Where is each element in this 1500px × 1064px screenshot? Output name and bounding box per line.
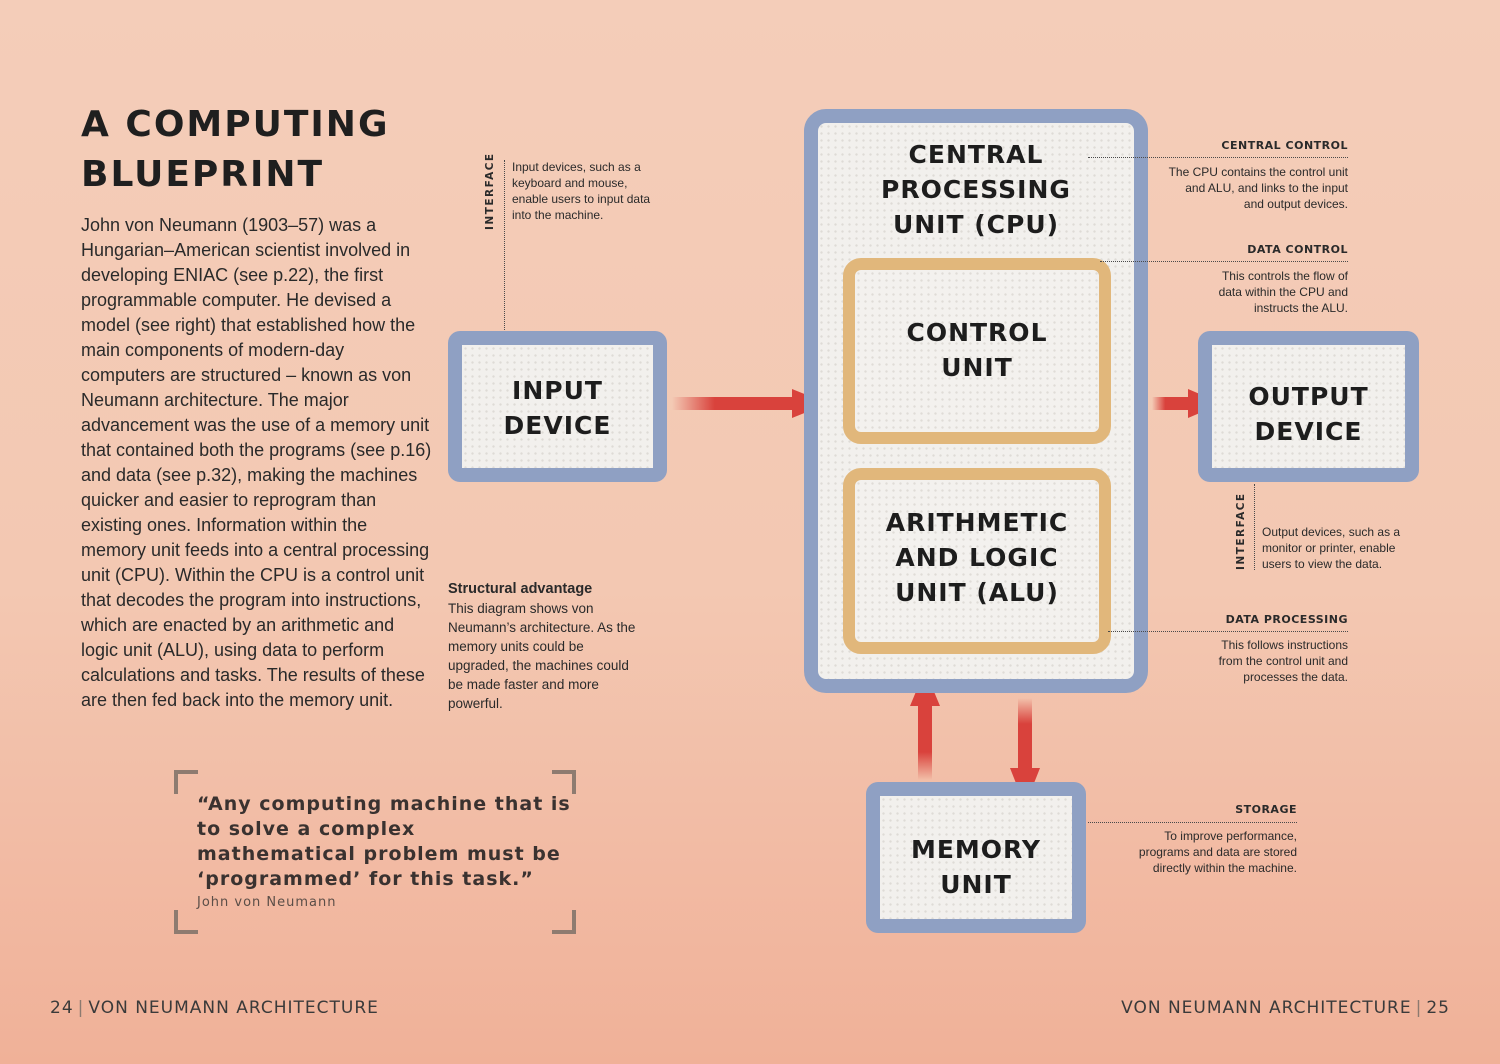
page-number-left: 24 (50, 998, 74, 1018)
bracket-corner-icon (552, 770, 576, 794)
input-device-line-2: DEVICE (503, 411, 612, 440)
cpu-line-1: CENTRAL (908, 140, 1044, 169)
storage-text: To improve performance, programs and dat… (1138, 829, 1297, 875)
output-interface-text: Output devices, such as a monitor or pri… (1262, 525, 1401, 571)
intro-paragraph: John von Neumann (1903–57) was a Hungari… (81, 215, 432, 710)
input-device-label: INPUT DEVICE (462, 373, 653, 443)
input-interface-label: INTERFACE (484, 152, 496, 230)
data-processing-leader (1108, 631, 1348, 632)
input-device-line-1: INPUT (512, 376, 603, 405)
alu-box: ARITHMETIC AND LOGIC UNIT (ALU) (843, 468, 1111, 654)
bracket-corner-icon (174, 770, 198, 794)
output-interface-leader (1254, 484, 1255, 570)
memory-unit-label: MEMORY UNIT (880, 832, 1072, 902)
output-device-line-2: DEVICE (1254, 417, 1363, 446)
bracket-corner-icon (552, 910, 576, 934)
cpu-label: CENTRAL PROCESSING UNIT (CPU) (818, 137, 1134, 242)
central-control-text: The CPU contains the control unit and AL… (1168, 165, 1348, 211)
footer-separator: | (77, 998, 85, 1018)
input-interface-leader (504, 160, 505, 330)
cpu-box: CENTRAL PROCESSING UNIT (CPU) CONTROL UN… (804, 109, 1148, 693)
output-interface-label: INTERFACE (1235, 492, 1247, 570)
bracket-corner-icon (174, 910, 198, 934)
side-note-body: This diagram shows von Neumann’s archite… (448, 601, 636, 711)
output-device-label: OUTPUT DEVICE (1212, 379, 1405, 449)
storage-heading: STORAGE (1235, 803, 1297, 816)
quote-box: “Any computing machine that is to solve … (174, 770, 576, 934)
data-control-heading: DATA CONTROL (1247, 243, 1348, 256)
control-unit-box: CONTROL UNIT (843, 258, 1111, 444)
page-title: A COMPUTING BLUEPRINT (81, 100, 390, 200)
quote-author: John von Neumann (197, 895, 337, 910)
central-control-leader (1088, 157, 1348, 158)
memory-unit-line-2: UNIT (940, 870, 1012, 899)
memory-unit-line-1: MEMORY (910, 835, 1042, 864)
control-unit-line-1: CONTROL (906, 318, 1048, 347)
alu-label: ARITHMETIC AND LOGIC UNIT (ALU) (855, 505, 1099, 610)
control-unit-line-2: UNIT (941, 353, 1013, 382)
alu-line-2: AND LOGIC (895, 543, 1059, 572)
cpu-line-3: UNIT (CPU) (892, 210, 1060, 239)
data-control-leader (1100, 261, 1348, 262)
title-line-2: BLUEPRINT (81, 154, 325, 195)
data-processing-text: This follows instructions from the contr… (1218, 638, 1348, 684)
alu-line-1: ARITHMETIC (885, 508, 1069, 537)
footer-left: 24|VON NEUMANN ARCHITECTURE (50, 998, 379, 1018)
input-device-box: INPUT DEVICE (448, 331, 667, 482)
running-head-left: VON NEUMANN ARCHITECTURE (88, 998, 379, 1018)
data-control-text: This controls the flow of data within th… (1218, 269, 1348, 315)
footer-right: VON NEUMANN ARCHITECTURE|25 (1121, 998, 1450, 1018)
output-device-line-1: OUTPUT (1248, 382, 1369, 411)
side-note-heading: Structural advantage (448, 581, 593, 597)
footer-separator: | (1415, 998, 1423, 1018)
output-device-box: OUTPUT DEVICE (1198, 331, 1419, 482)
quote-text: “Any computing machine that is to solve … (197, 793, 571, 890)
storage-leader (1088, 822, 1297, 823)
data-processing-heading: DATA PROCESSING (1225, 613, 1348, 626)
control-unit-label: CONTROL UNIT (855, 315, 1099, 385)
page-number-right: 25 (1426, 998, 1450, 1018)
title-line-1: A COMPUTING (81, 104, 390, 145)
central-control-heading: CENTRAL CONTROL (1221, 139, 1348, 152)
memory-unit-box: MEMORY UNIT (866, 782, 1086, 933)
input-interface-text: Input devices, such as a keyboard and mo… (512, 160, 651, 222)
running-head-right: VON NEUMANN ARCHITECTURE (1121, 998, 1412, 1018)
alu-line-3: UNIT (ALU) (895, 578, 1059, 607)
cpu-line-2: PROCESSING (881, 175, 1071, 204)
side-note: Structural advantage This diagram shows … (448, 580, 638, 713)
